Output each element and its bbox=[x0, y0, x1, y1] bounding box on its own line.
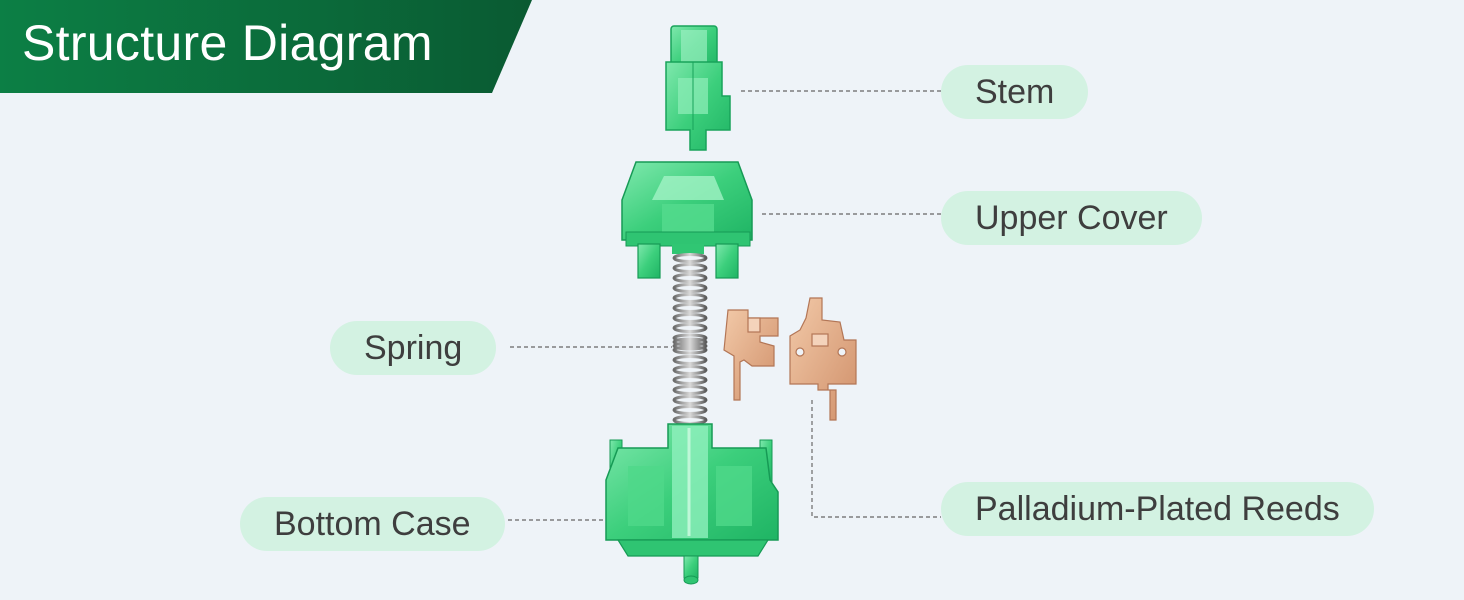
label-reeds: Palladium-Plated Reeds bbox=[941, 482, 1374, 536]
spring-part bbox=[672, 253, 708, 435]
stem-part bbox=[665, 25, 731, 151]
label-upper-cover: Upper Cover bbox=[941, 191, 1202, 245]
label-spring: Spring bbox=[330, 321, 497, 375]
title-banner: Structure Diagram bbox=[0, 0, 532, 93]
label-stem: Stem bbox=[941, 65, 1089, 119]
upper-cover-part bbox=[621, 161, 753, 279]
reeds-leader bbox=[811, 400, 941, 518]
page-title: Structure Diagram bbox=[22, 15, 433, 71]
palladium-reeds-part bbox=[723, 297, 857, 421]
leader-lines bbox=[508, 90, 941, 521]
bottom-case-part bbox=[605, 423, 779, 585]
label-bottom-case: Bottom Case bbox=[240, 497, 505, 551]
